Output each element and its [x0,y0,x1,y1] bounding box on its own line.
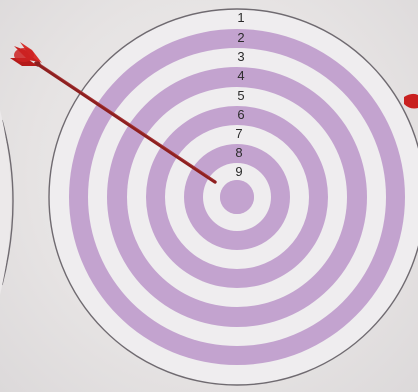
ring-number-2: 2 [237,30,244,45]
ring-number-3: 3 [237,49,244,64]
arrow-partial-right [404,94,418,109]
ring-number-6: 6 [237,107,244,122]
ring-number-1: 1 [237,10,244,25]
ring-number-7: 7 [235,126,242,141]
ring-number-5: 5 [237,88,244,103]
neighbor-target-left-fill [0,110,11,295]
arrow-fletching-icon [10,42,42,67]
ring-number-8: 8 [235,145,242,160]
ring-number-9: 9 [235,164,242,179]
ring-number-4: 4 [237,68,244,83]
arrow-fletching-icon [404,94,418,109]
bullseye [220,180,254,214]
